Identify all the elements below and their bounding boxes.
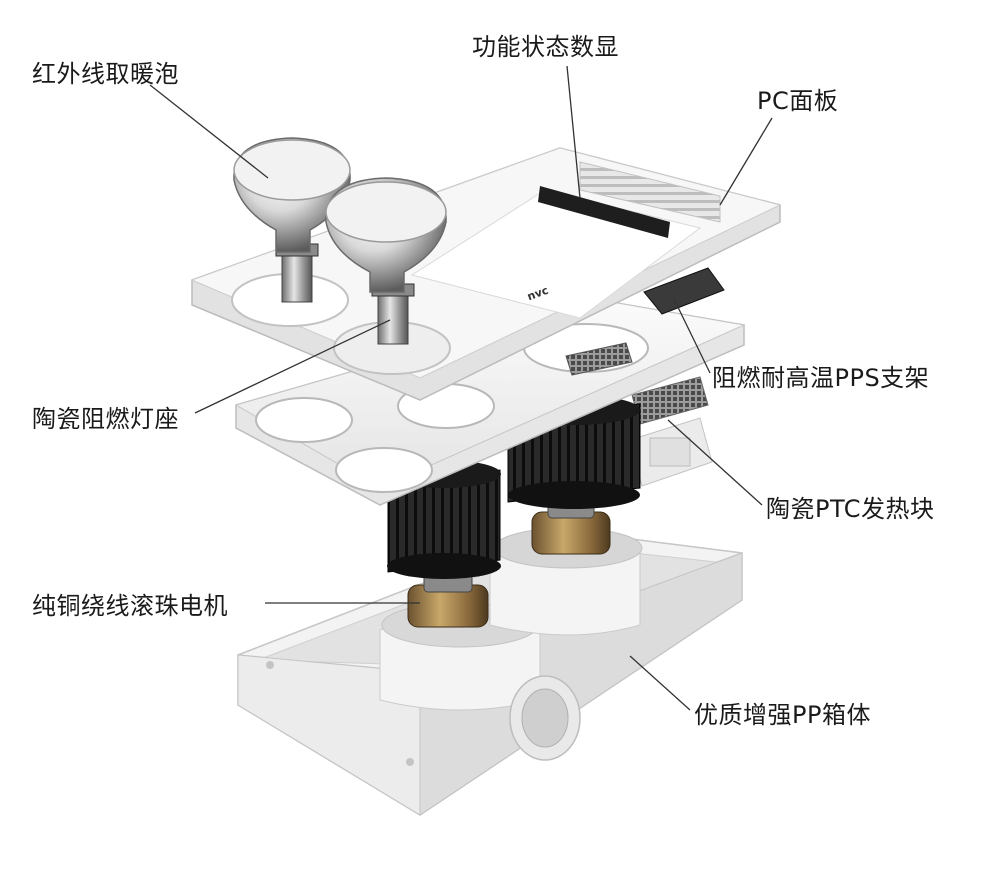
pc-panel — [190, 147, 782, 401]
pps-bracket — [234, 299, 746, 506]
label-pc-panel: PC面板 — [757, 87, 839, 115]
label-infrared-bulb: 红外线取暖泡 — [32, 60, 179, 88]
label-pps-bracket: 阻燃耐高温PPS支架 — [712, 364, 930, 392]
label-copper-motor: 纯铜绕线滚珠电机 — [32, 592, 228, 620]
label-ptc-heater: 陶瓷PTC发热块 — [766, 495, 935, 523]
leader-lines — [149, 65, 773, 711]
label-pp-housing: 优质增强PP箱体 — [694, 701, 871, 729]
label-function-display: 功能状态数显 — [472, 33, 619, 61]
label-ceramic-socket: 陶瓷阻燃灯座 — [32, 405, 179, 433]
infrared-bulbs — [233, 137, 447, 345]
ptc-heater-block — [629, 376, 713, 487]
